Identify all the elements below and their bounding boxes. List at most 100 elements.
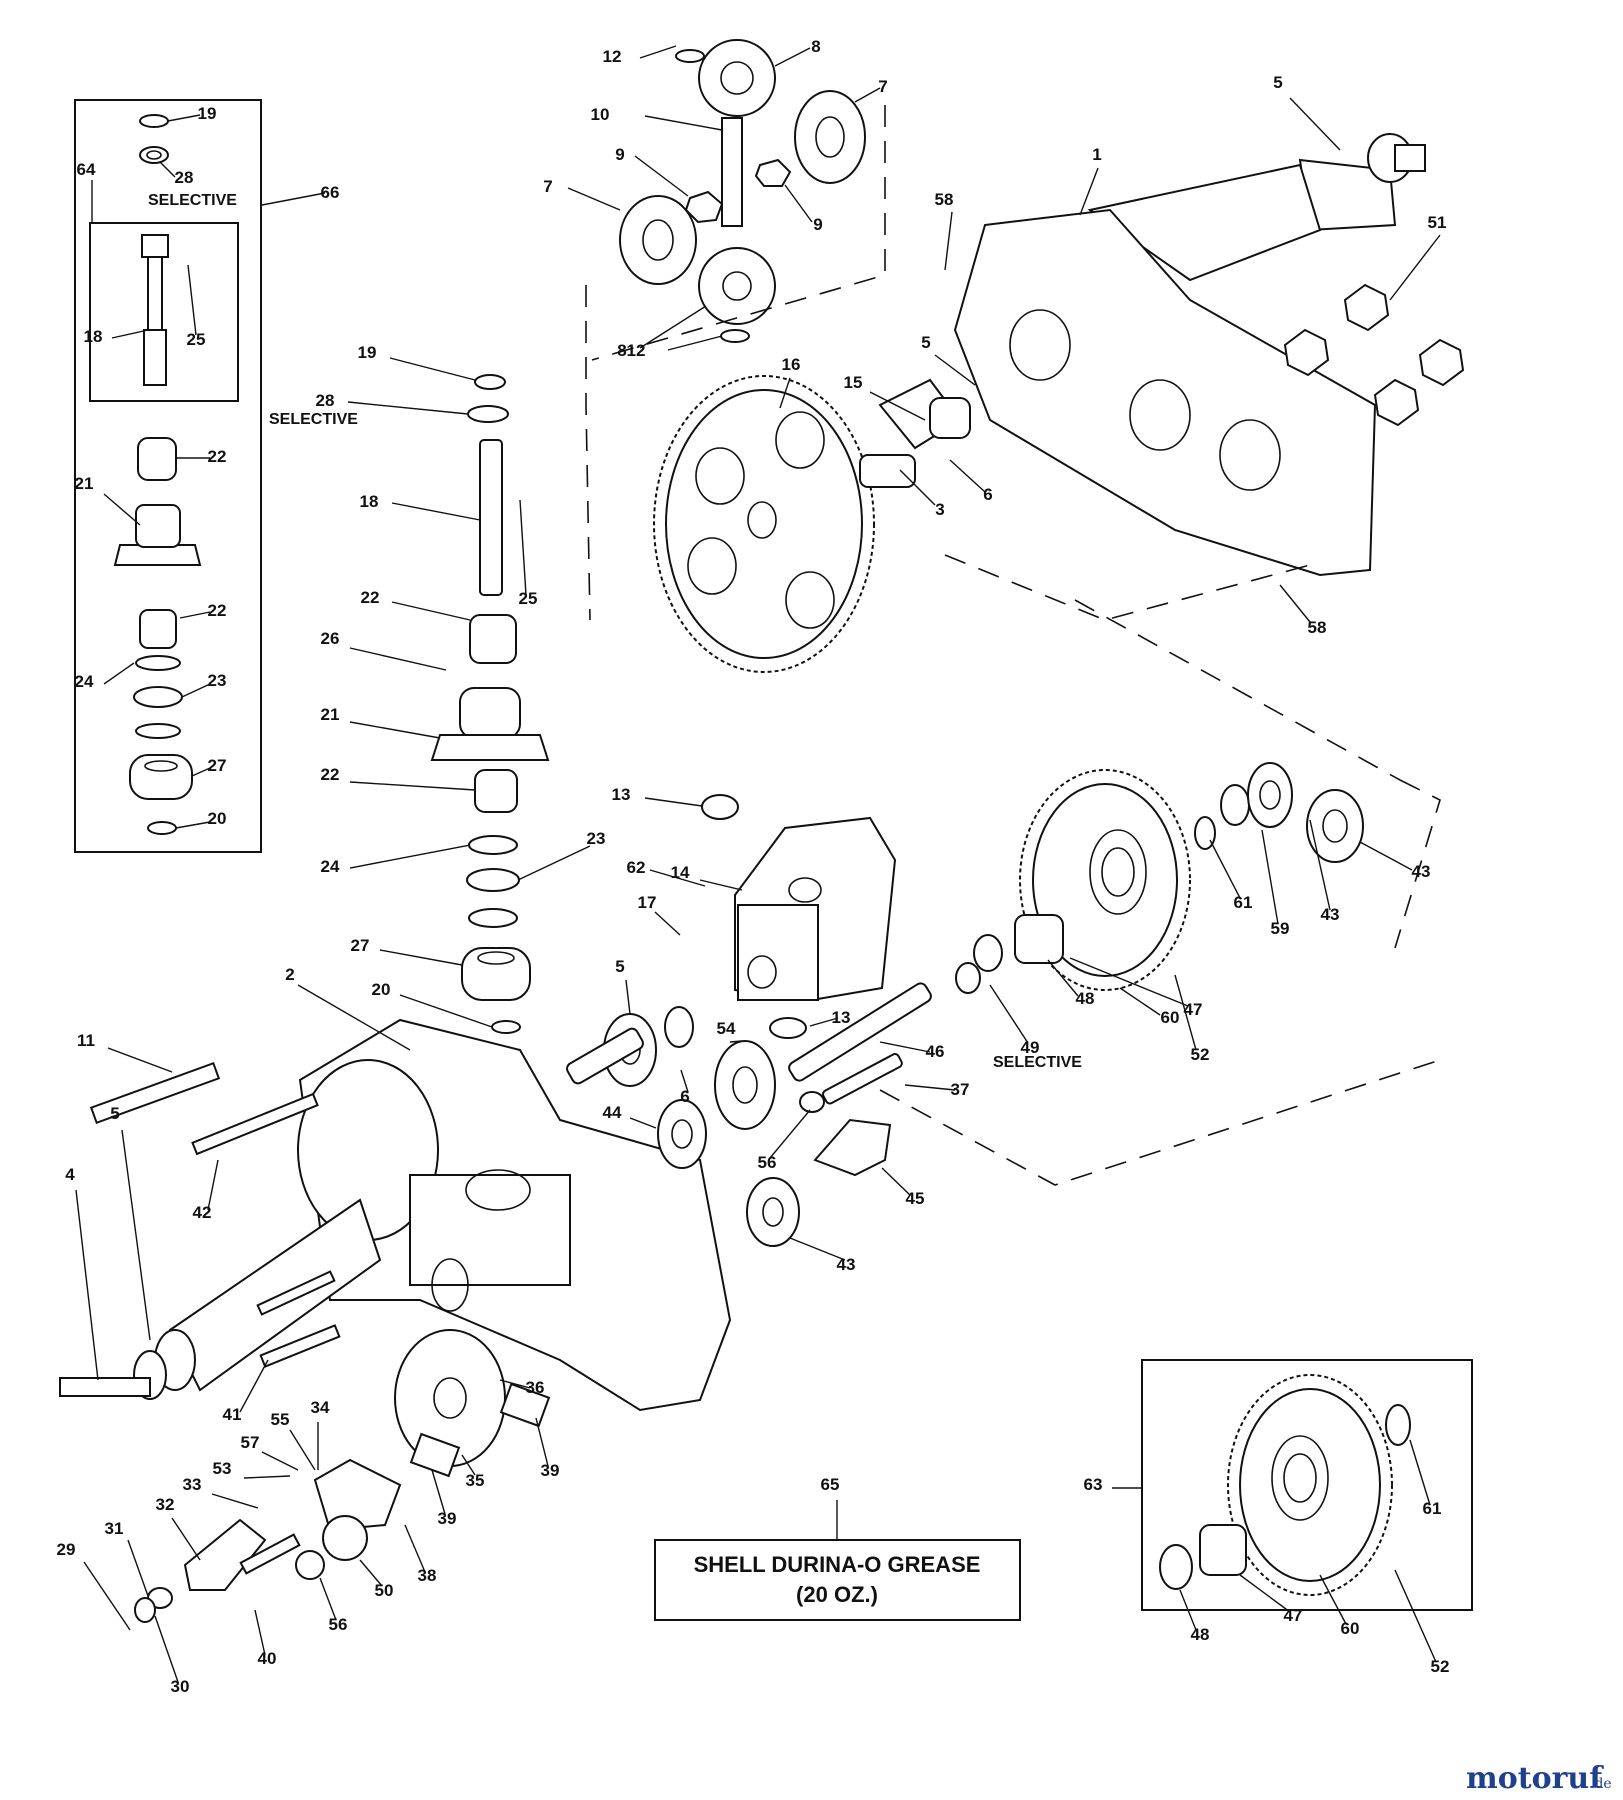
callout-58: 58 xyxy=(1308,618,1327,637)
callout-18: 18 xyxy=(360,492,379,511)
selective-note-mid: SELECTIVE xyxy=(269,411,358,428)
diff-group-line-2 xyxy=(591,105,886,361)
leader-line-51 xyxy=(1389,234,1441,301)
callout-33: 33 xyxy=(183,1475,202,1494)
callout-62: 62 xyxy=(627,858,646,877)
callout-44: 44 xyxy=(603,1103,622,1122)
output-group-line xyxy=(1394,779,1441,949)
callout-45: 45 xyxy=(906,1189,925,1208)
callout-27: 27 xyxy=(208,756,227,775)
callout-25: 25 xyxy=(519,589,538,608)
callout-22: 22 xyxy=(208,447,227,466)
leader-line-56 xyxy=(319,1577,337,1621)
callout-65: 65 xyxy=(821,1475,840,1494)
ring-gear-16 xyxy=(653,375,875,673)
callout-12: 12 xyxy=(603,47,622,66)
callout-22: 22 xyxy=(361,588,380,607)
callout-55: 55 xyxy=(271,1410,290,1429)
diff-group-line xyxy=(585,285,591,621)
callout-27: 27 xyxy=(351,936,370,955)
callout-20: 20 xyxy=(372,980,391,999)
callout-56: 56 xyxy=(758,1153,777,1172)
leader-line-45 xyxy=(881,1167,911,1196)
callout-57: 57 xyxy=(241,1433,260,1452)
pinion-group-line xyxy=(879,1059,1441,1186)
leader-line-20 xyxy=(399,994,493,1028)
callout-40: 40 xyxy=(258,1649,277,1668)
callout-43: 43 xyxy=(837,1255,856,1274)
leader-line-52 xyxy=(1174,974,1197,1051)
kit-64-inset-box xyxy=(89,222,239,402)
callout-15: 15 xyxy=(844,373,863,392)
leader-line-33 xyxy=(211,1493,259,1509)
callout-31: 31 xyxy=(105,1519,124,1538)
callout-63: 63 xyxy=(1084,1475,1103,1494)
leader-line-38 xyxy=(404,1524,426,1573)
callout-12: 12 xyxy=(627,341,646,360)
callout-36: 36 xyxy=(526,1378,545,1397)
leader-line-15 xyxy=(869,391,926,421)
leader-line-17 xyxy=(654,911,681,936)
callout-48: 48 xyxy=(1191,1625,1210,1644)
callout-46: 46 xyxy=(926,1042,945,1061)
leader-line-43 xyxy=(789,1237,846,1261)
leader-line-5 xyxy=(1289,97,1341,151)
leader-line-10 xyxy=(644,115,723,131)
callout-24: 24 xyxy=(75,672,94,691)
kit-66-inset-box xyxy=(74,99,262,853)
leader-line-50 xyxy=(359,1559,383,1587)
callout-6: 6 xyxy=(680,1087,689,1106)
callout-19: 19 xyxy=(198,104,217,123)
grease-label-line2: (20 OZ.) xyxy=(796,1582,878,1607)
housing-half-left xyxy=(59,1018,732,1412)
callout-21: 21 xyxy=(75,474,94,493)
callout-13: 13 xyxy=(832,1008,851,1027)
leader-line-47 xyxy=(1239,1574,1291,1613)
callout-3: 3 xyxy=(935,500,944,519)
leader-line-41 xyxy=(239,1359,269,1413)
housing-half-right xyxy=(859,133,1426,577)
leader-line-21 xyxy=(103,493,141,526)
leader-line-9 xyxy=(634,155,689,197)
callout-60: 60 xyxy=(1161,1008,1180,1027)
leader-line-21 xyxy=(349,721,441,739)
callout-52: 52 xyxy=(1191,1045,1210,1064)
leader-line-53 xyxy=(243,1475,291,1479)
leader-line-13 xyxy=(809,1017,839,1027)
callout-51: 51 xyxy=(1428,213,1447,232)
leader-line-43 xyxy=(1309,819,1331,911)
callout-60: 60 xyxy=(1341,1619,1360,1638)
callout-5: 5 xyxy=(921,333,930,352)
callout-48: 48 xyxy=(1076,989,1095,1008)
callout-58: 58 xyxy=(935,190,954,209)
callout-35: 35 xyxy=(466,1471,485,1490)
callout-39: 39 xyxy=(541,1461,560,1480)
leader-line-43 xyxy=(1359,841,1413,871)
callout-25: 25 xyxy=(187,330,206,349)
callout-6: 6 xyxy=(983,485,992,504)
callout-19: 19 xyxy=(358,343,377,362)
callout-34: 34 xyxy=(311,1398,330,1417)
leader-line-56 xyxy=(769,1109,811,1159)
leader-line-35 xyxy=(461,1454,476,1476)
callout-41: 41 xyxy=(223,1405,242,1424)
leader-line-7 xyxy=(854,87,881,103)
callout-17: 17 xyxy=(638,893,657,912)
leader-line-57 xyxy=(261,1451,299,1471)
leader-line-9 xyxy=(784,184,813,223)
callout-18: 18 xyxy=(84,327,103,346)
leader-line-29 xyxy=(83,1561,131,1631)
callout-20: 20 xyxy=(208,809,227,828)
leader-line-37 xyxy=(904,1084,956,1091)
callout-37: 37 xyxy=(951,1080,970,1099)
callout-5: 5 xyxy=(615,957,624,976)
leader-line-16 xyxy=(779,377,791,409)
leader-line-25 xyxy=(187,264,197,336)
kit-63-inset-box xyxy=(1141,1359,1473,1611)
callout-24: 24 xyxy=(321,857,340,876)
leader-line-11 xyxy=(107,1047,173,1073)
kit-63-parts xyxy=(1159,1374,1411,1596)
callout-39: 39 xyxy=(438,1509,457,1528)
callout-26: 26 xyxy=(321,629,340,648)
